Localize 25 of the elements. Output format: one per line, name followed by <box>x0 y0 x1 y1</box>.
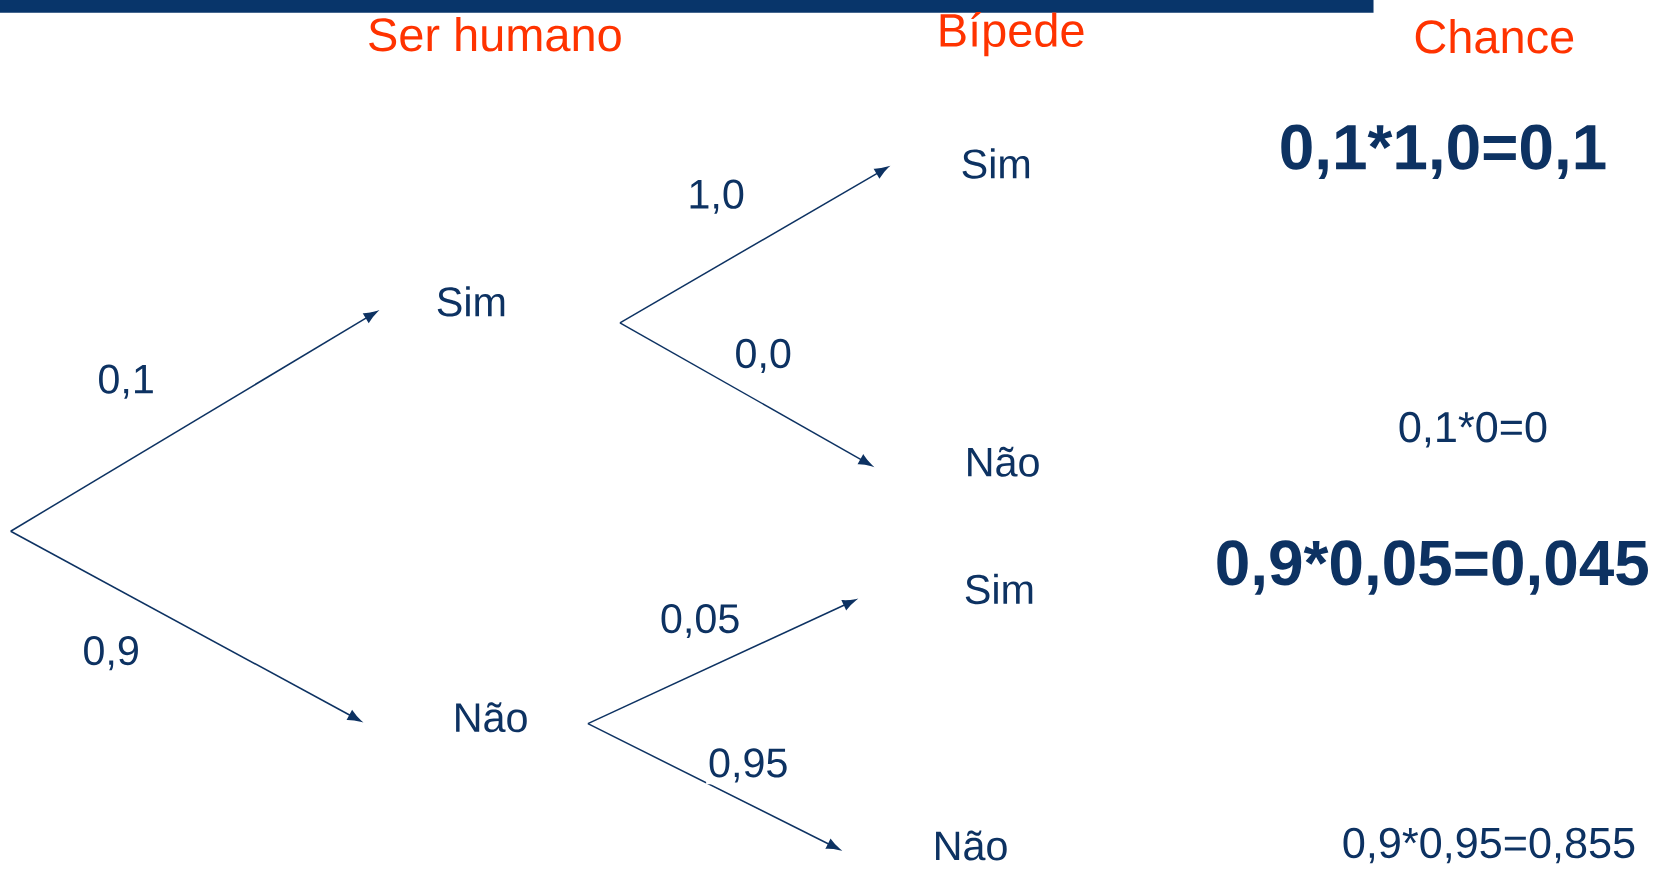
probability-label: 0,05 <box>658 602 743 640</box>
outcome-label: Não <box>936 830 1007 861</box>
arrow <box>9 310 378 532</box>
outcome-label: Sim <box>962 148 1030 179</box>
outcome-label: Sim <box>437 286 505 317</box>
result-label: 0,9*0,05=0,045 <box>1217 540 1648 595</box>
probability-label: 0,1 <box>95 362 157 401</box>
outcome-label: Sim <box>965 573 1033 605</box>
probability-label: 0,9 <box>80 634 142 672</box>
probability-label: 1,0 <box>685 177 747 216</box>
outcome-label: Não <box>968 446 1039 477</box>
column-heading: Chance <box>1415 19 1574 54</box>
column-heading: Ser humano <box>369 16 621 52</box>
arrow <box>587 722 841 851</box>
arrow <box>587 599 857 725</box>
column-heading: Bípede <box>940 11 1084 57</box>
probability-label: 0,95 <box>706 746 791 785</box>
result-label: 0,1*0=0 <box>1399 411 1547 448</box>
arrow <box>619 322 873 467</box>
arrow <box>619 166 889 324</box>
probability-label: 0,0 <box>732 336 794 375</box>
arrow <box>9 530 362 722</box>
outcome-label: Não <box>456 702 527 733</box>
result-label: 0,1*1,0=0,1 <box>1281 124 1606 179</box>
result-label: 0,9*0,95=0,855 <box>1343 827 1635 864</box>
